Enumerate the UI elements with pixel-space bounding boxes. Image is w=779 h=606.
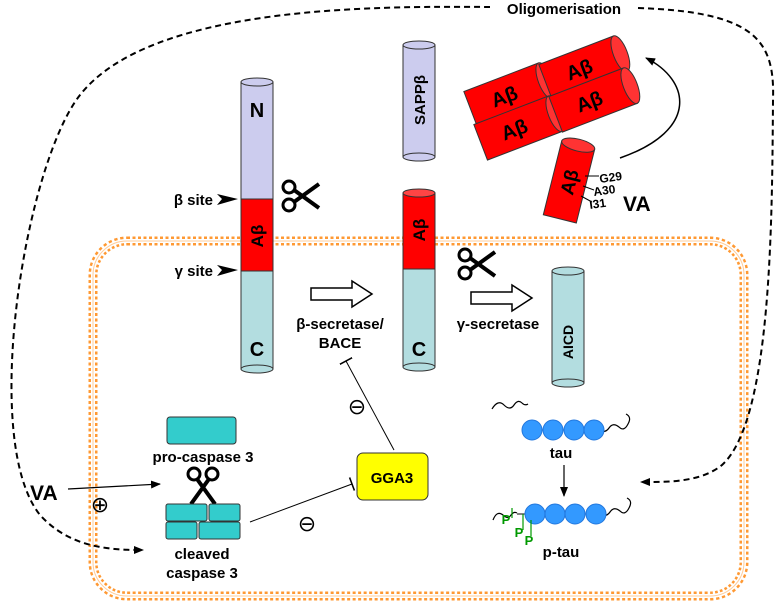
beta-secretase-label-line2: BACE [319,335,362,352]
scissors-icon [281,179,321,213]
app-c-domain [240,270,274,370]
sappb-label: SAPPβ [412,75,429,125]
gamma-site-arrow [217,265,238,276]
gamma-secretase-arrow [470,283,534,313]
residue-g29: G29 [598,169,623,186]
pro-caspase-block [166,416,237,445]
scissors-icon [186,466,220,506]
aicd-label: AICD [560,325,576,359]
gga3-box [356,452,429,501]
app-n-domain [240,81,274,201]
ctf-abeta-domain [402,192,436,270]
ptau-label: p-tau [543,544,580,561]
gga3-inhibits-bace [339,357,395,451]
va-activation-arrow [67,480,161,490]
residue-a30: A30 [592,182,616,199]
tau-protein [491,400,631,441]
ctf-fragment: Aβ C [402,188,436,372]
beta-site-arrow [217,194,238,205]
scissors-icon [457,247,497,281]
oligomer-unit: Aβ [463,62,556,128]
ptau-protein [492,497,632,536]
cleaved-caspase-blocks [165,503,241,540]
cleaved-caspase-label-line1: cleaved [174,546,229,563]
phospho-label: P [515,525,524,540]
phospho-label: P [502,512,511,527]
monomer-va-label: VA [623,193,651,216]
cleaved-caspase-label-line2: caspase 3 [166,565,238,582]
app-abeta-label: Aβ [248,225,267,248]
beta-secretase-label-line1: β-secretase/ [296,316,384,333]
gamma-site-label: γ site [175,263,213,280]
abeta-oligomer: Aβ Aβ Aβ Aβ [463,35,641,161]
ctf-c-domain [402,268,436,368]
tau-label: tau [550,445,573,462]
caspase-va-label: VA [30,482,58,505]
oligomerisation-loop-right [637,7,775,487]
oligomerise-arrow [619,57,681,159]
abeta-monomer: Aβ [542,137,596,224]
ctf-c-label: C [412,339,426,361]
pro-caspase-label: pro-caspase 3 [153,449,254,466]
app-c-label: C [250,339,264,361]
gamma-secretase-label: γ-secretase [457,316,540,333]
ctf-abeta-label: Aβ [410,219,429,242]
oligomerisation-loop [10,5,491,554]
phospho-label: P [525,533,534,548]
sappb-fragment: SAPPβ [402,40,436,162]
app-protein: N Aβ C [240,77,274,374]
caspase-inhibits-gga3 [249,477,356,523]
app-n-label: N [250,100,264,122]
residue-i31: I31 [588,196,607,212]
beta-site-label: β site [174,192,213,209]
beta-secretase-arrow [310,279,374,309]
gga3-label: GGA3 [371,470,414,487]
inhibit-symbol-gga3: ⊖ [348,395,366,420]
aicd-fragment: AICD [551,266,585,388]
inhibit-symbol-caspase: ⊖ [298,512,316,537]
oligomer-unit: Aβ [548,67,641,133]
activation-symbol: ⊕ [91,493,109,518]
oligomerisation-label: Oligomerisation [507,1,621,18]
oligomer-unit: Aβ [473,95,566,161]
